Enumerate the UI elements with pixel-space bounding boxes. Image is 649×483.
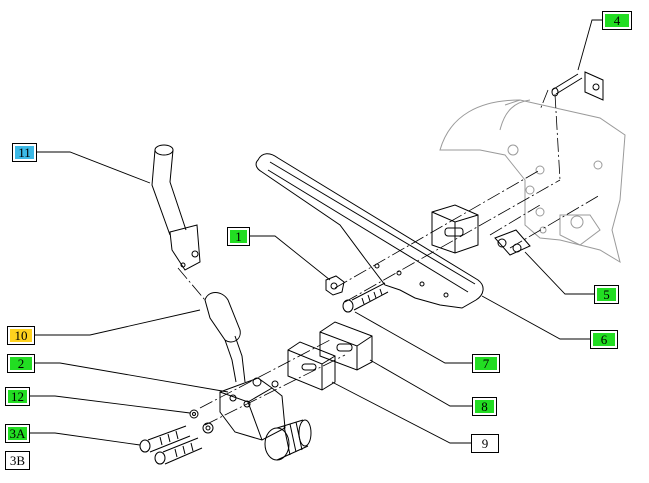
callout-3B[interactable]: 3B: [5, 451, 30, 470]
callout-9[interactable]: 9: [471, 434, 499, 453]
callout-11[interactable]: 11: [12, 143, 37, 162]
callout-label: 3A: [6, 425, 29, 442]
callout-6[interactable]: 6: [590, 330, 618, 349]
part-7-bolt: [342, 282, 389, 313]
callout-2[interactable]: 2: [7, 354, 35, 373]
callout-label: 2: [8, 355, 34, 372]
assembly-center-lines: [177, 89, 601, 426]
part-9-spacer: [287, 341, 336, 391]
callout-7[interactable]: 7: [472, 354, 500, 373]
callout-5[interactable]: 5: [594, 285, 619, 304]
callout-1[interactable]: 1: [227, 227, 250, 246]
part-11-handle-tube: [151, 144, 201, 271]
part-10-lever-handle: [204, 292, 246, 383]
part-3-screws: [139, 425, 203, 465]
callout-label: 12: [6, 388, 29, 405]
callout-label: 6: [591, 331, 617, 348]
part-5-slotted-plate: [494, 229, 531, 256]
callout-label: 3B: [6, 452, 29, 469]
callout-12[interactable]: 12: [5, 387, 30, 406]
callout-label: 11: [13, 144, 36, 161]
callout-label: 5: [595, 286, 618, 303]
callout-3A[interactable]: 3A: [5, 424, 30, 443]
part-8-spacer: [319, 321, 373, 371]
callout-label: 8: [473, 398, 496, 415]
part-6-slotted-arm: [255, 153, 484, 309]
part-12-washers: [189, 409, 214, 434]
frame-plate-ghost: [439, 99, 626, 264]
callout-10[interactable]: 10: [7, 326, 35, 345]
part-4-pin-plate: [551, 71, 604, 101]
callout-label: 7: [473, 355, 499, 372]
leader-lines: [30, 19, 602, 446]
callout-label: 10: [8, 327, 34, 344]
spacer-block-upper: [431, 204, 479, 254]
callout-8[interactable]: 8: [472, 397, 497, 416]
part-2-clamp-body: [219, 377, 312, 461]
callout-label: 1: [228, 228, 249, 245]
callout-label: 9: [472, 435, 498, 452]
part-1-nut: [325, 275, 345, 296]
callout-4[interactable]: 4: [602, 11, 632, 30]
callout-label: 4: [603, 12, 631, 29]
